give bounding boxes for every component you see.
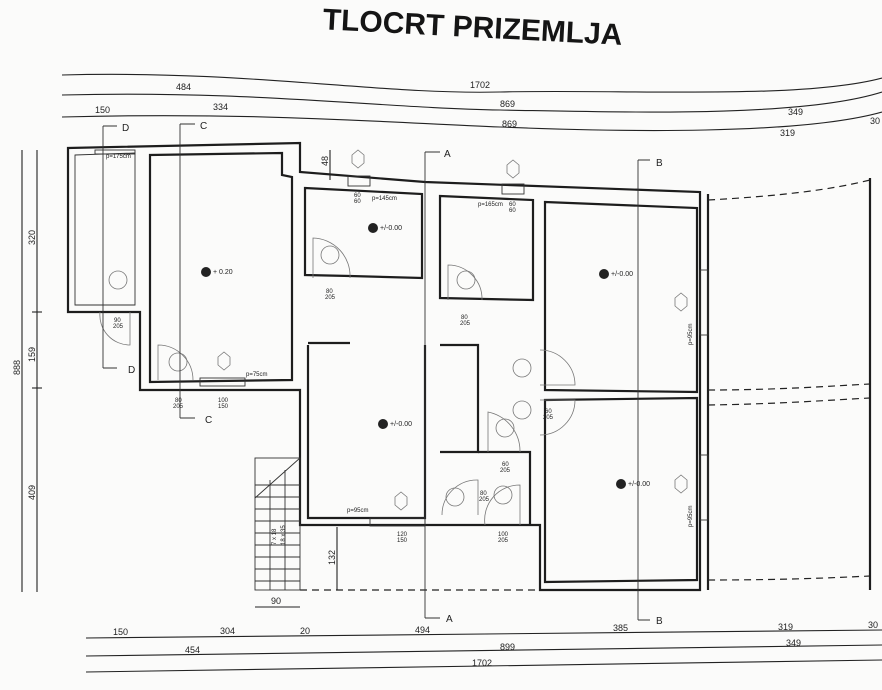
opening-w: 80 xyxy=(461,315,468,321)
opening-h: 205 xyxy=(325,295,336,301)
opening-w: 60 xyxy=(502,462,509,468)
bottom-dimensions: 150 304 20 494 385 319 30 454 899 349 17… xyxy=(85,620,882,673)
opening-h: 205 xyxy=(500,468,511,474)
plan-title: TLOCRT PRIZEMLJA xyxy=(322,3,623,52)
opening-w: 100 xyxy=(218,398,229,404)
parapet-label-7: p=95cm xyxy=(688,505,694,527)
dim-top-1702: 1702 xyxy=(470,80,490,90)
dim-bottom-454: 454 xyxy=(185,645,200,655)
dim-top-869b: 869 xyxy=(502,119,517,129)
section-b-top: B xyxy=(656,158,663,169)
dim-bottom-349: 349 xyxy=(786,638,801,648)
dim-top-334: 334 xyxy=(213,102,228,112)
dim-bottom-385: 385 xyxy=(613,623,628,633)
opening-w: 80 xyxy=(480,491,487,497)
dim-bottom-899: 899 xyxy=(500,642,515,652)
opening-h: 150 xyxy=(218,404,229,410)
dim-top-319: 319 xyxy=(780,128,795,138)
opening-w: 60 xyxy=(545,409,552,415)
stair-label-1: 7 x 18 xyxy=(272,528,278,545)
parapet-label-2: p=145cm xyxy=(372,196,397,202)
opening-h: 205 xyxy=(498,538,509,544)
opening-h: 60 xyxy=(509,208,516,214)
dim-top-150: 150 xyxy=(95,105,110,115)
dim-top-869: 869 xyxy=(500,99,515,109)
opening-h: 205 xyxy=(113,324,124,330)
opening-h: 205 xyxy=(543,415,554,421)
dim-bottom-304: 304 xyxy=(220,626,235,636)
level-room-3: +/-0.00 xyxy=(390,421,412,428)
dim-bottom-30: 30 xyxy=(868,620,878,630)
parapet-label-6: p=95cm xyxy=(688,323,694,345)
dim-bottom-319: 319 xyxy=(778,622,793,632)
section-lines xyxy=(102,123,650,621)
opening-w: 90 xyxy=(114,318,121,324)
opening-h: 60 xyxy=(354,199,361,205)
dim-left-888: 888 xyxy=(12,360,22,375)
level-room-5: +/-0.00 xyxy=(628,481,650,488)
opening-h: 205 xyxy=(173,404,184,410)
dim-bottom-20: 20 xyxy=(300,626,310,636)
dim-bottom-494: 494 xyxy=(415,625,430,635)
opening-h: 205 xyxy=(479,497,490,503)
section-a-top: A xyxy=(444,149,451,160)
dim-bottom-150: 150 xyxy=(113,627,128,637)
section-d-bottom: D xyxy=(128,365,135,376)
level-markers: + 0.20 +/-0.00 +/-0.00 +/-0.00 +/-0.00 xyxy=(201,223,650,489)
stair-label-2: 18 x 35 xyxy=(281,525,287,545)
dim-132: 132 xyxy=(327,550,337,565)
dim-48: 48 xyxy=(320,156,330,166)
parapet-label-5: p=95cm xyxy=(347,508,369,514)
parapet-label-1: p=175cm xyxy=(106,154,131,160)
section-d-top: D xyxy=(122,123,129,134)
left-dimensions: 888 320 159 409 xyxy=(12,150,42,592)
parapet-label-3: p=165cm xyxy=(478,202,503,208)
section-c-bottom: C xyxy=(205,415,212,426)
section-c-top: C xyxy=(200,121,207,132)
dim-left-409: 409 xyxy=(27,485,37,500)
level-room-2: +/-0.00 xyxy=(380,225,402,232)
dim-left-159: 159 xyxy=(27,347,37,362)
dim-bottom-1702: 1702 xyxy=(472,658,492,668)
staircase: 7 x 18 18 x 35 xyxy=(254,457,301,591)
opening-w: 80 xyxy=(326,289,333,295)
opening-w: 120 xyxy=(397,532,408,538)
dim-90: 90 xyxy=(271,596,281,606)
level-room-4: +/-0.00 xyxy=(611,271,633,278)
level-room-1: + 0.20 xyxy=(213,269,233,276)
doors-and-fixtures xyxy=(94,149,709,527)
opening-h: 150 xyxy=(397,538,408,544)
dim-top-484: 484 xyxy=(176,82,191,92)
dim-left-320: 320 xyxy=(27,230,37,245)
opening-w: 60 xyxy=(509,202,516,208)
opening-h: 205 xyxy=(460,321,471,327)
top-dimensions: 1702 484 869 349 150 334 869 319 30 xyxy=(61,73,882,138)
walls xyxy=(66,141,872,592)
parapet-label-4: p=75cm xyxy=(246,372,268,378)
opening-w: 100 xyxy=(498,532,509,538)
dim-top-349: 349 xyxy=(788,107,803,117)
opening-w: 80 xyxy=(175,398,182,404)
dim-top-30: 30 xyxy=(870,116,880,126)
opening-w: 60 xyxy=(354,193,361,199)
section-b-bottom: B xyxy=(656,616,663,627)
section-a-bottom: A xyxy=(446,614,453,625)
